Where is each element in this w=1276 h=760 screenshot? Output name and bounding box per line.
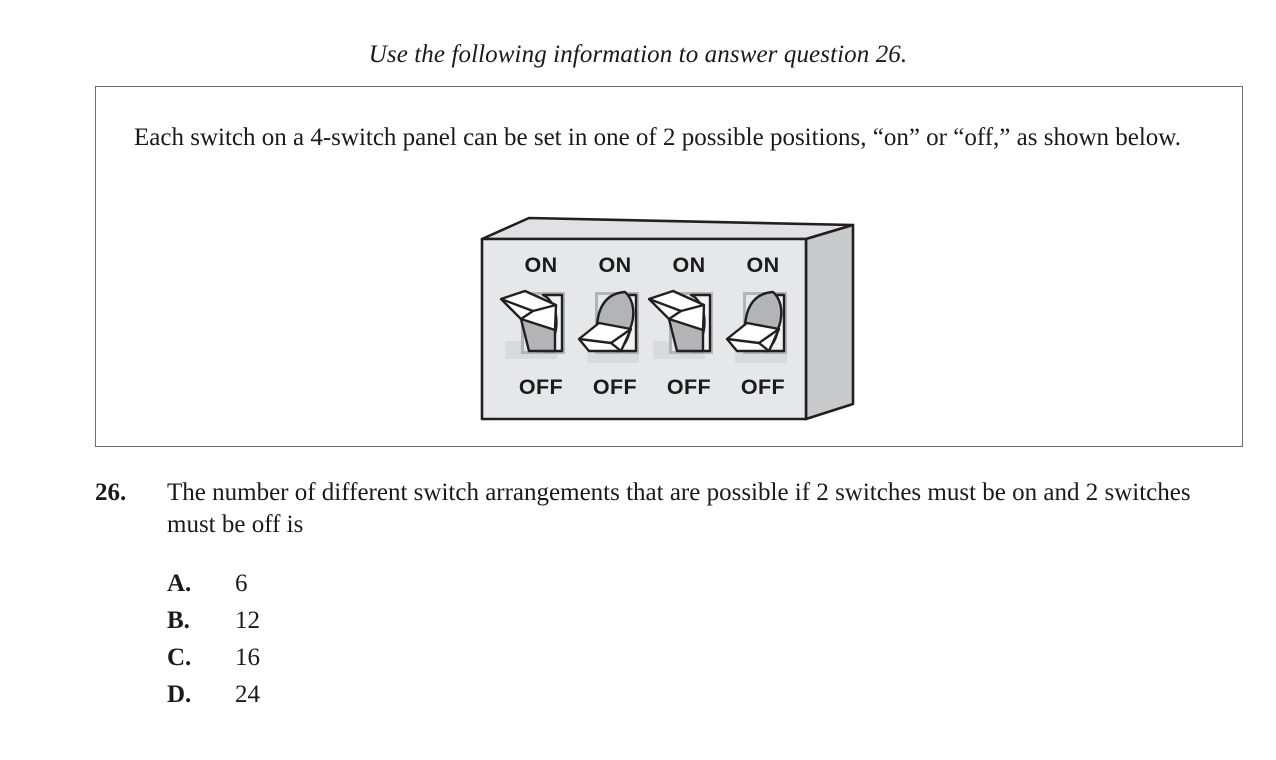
question-block: 26. The number of different switch arran… [95,477,1235,541]
switch-3-on-label: ON [672,253,705,277]
option-a-value: 6 [235,570,248,597]
answer-option-d[interactable]: D. 24 [167,681,567,718]
panel-top-face [480,216,855,241]
option-c-letter: C. [167,644,192,671]
switch-panel-figure: ON ON ON ON OFF OFF OFF OFF [472,206,872,431]
answer-option-b[interactable]: B. 12 [167,607,567,644]
option-b-letter: B. [167,607,190,634]
option-d-letter: D. [167,681,192,708]
switch-1-on-label: ON [524,253,557,277]
switch-4-on-label: ON [746,253,779,277]
switch-2-on-label: ON [598,253,631,277]
information-body-text: Each switch on a 4-switch panel can be s… [134,124,1181,151]
panel-side-face [804,223,855,421]
option-a-letter: A. [167,570,192,597]
option-d-value: 24 [235,681,260,708]
switch-2-off-label: OFF [593,375,637,399]
switch-4-off-label: OFF [741,375,785,399]
switch-1-off-label: OFF [519,375,563,399]
question-number: 26. [95,479,127,506]
answer-option-a[interactable]: A. 6 [167,570,567,607]
question-text: The number of different switch arrangeme… [167,479,1191,538]
option-c-value: 16 [235,644,260,671]
option-b-value: 12 [235,607,260,634]
instruction-header: Use the following information to answer … [368,41,908,68]
information-box: Each switch on a 4-switch panel can be s… [95,86,1243,447]
answer-option-c[interactable]: C. 16 [167,644,567,681]
answer-options-list: A. 6 B. 12 C. 16 D. 24 [167,570,567,718]
switch-3-off-label: OFF [667,375,711,399]
